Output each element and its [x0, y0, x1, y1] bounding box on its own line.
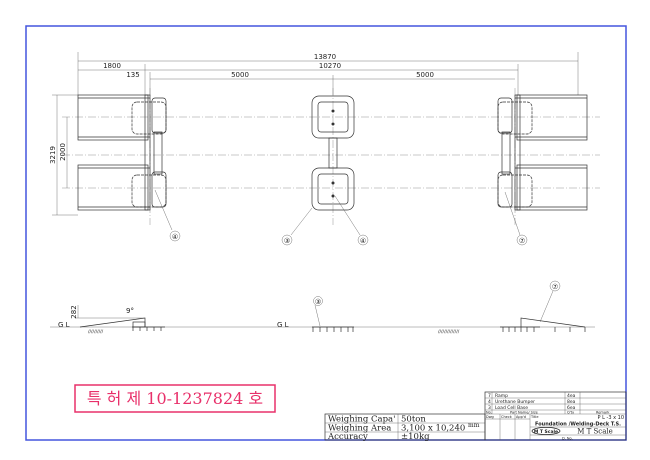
part-name: Load Cell Base [495, 405, 528, 411]
patent-number: 특 허 제 10-1237824 호 [87, 389, 263, 408]
dim-overall-width: 3219 [49, 146, 57, 164]
dwg-label: Dwg [486, 415, 494, 419]
hatch-right: ////////////// [438, 329, 460, 335]
plate-spec: P L -3 x 10 [598, 415, 624, 421]
dim-pitch-right: 5000 [416, 71, 434, 79]
title-label: Title [530, 415, 539, 419]
part-qty: 8ea [567, 399, 576, 405]
header-remark: Remark [596, 411, 610, 415]
dim-ramp-height: 282 [70, 305, 78, 318]
company-logo-text: M T Scale [534, 429, 558, 435]
left-ramps [77, 94, 167, 211]
balloon-4-left: ④ [172, 233, 178, 241]
side-dimensions: 3219 2000 [49, 94, 78, 216]
part-qty: 4ea [567, 393, 576, 399]
spec-label-area: Weighing Area [328, 424, 391, 434]
hatch-left: ////////// [88, 329, 104, 335]
drawing-frame [25, 25, 627, 441]
balloon-3: ③ [284, 237, 290, 245]
dim-overall: 13870 [314, 53, 336, 61]
dim-offset: 135 [126, 71, 139, 79]
balloon-7: ⑦ [519, 237, 525, 245]
header-no: No. [486, 411, 492, 415]
title-block: 7 Ramp 4ea 4 Urethane Bumper 8ea 3 Load … [484, 391, 627, 441]
right-ramps [497, 94, 588, 211]
part-no: 3 [488, 405, 491, 411]
part-name: Urethane Bumper [495, 399, 535, 405]
dim-pitch-left: 5000 [231, 71, 249, 79]
ground-label-left: G L [58, 321, 70, 329]
balloon-4-center: ④ [360, 237, 366, 245]
part-no: 7 [488, 393, 491, 399]
ground-label-center: G L [277, 321, 289, 329]
center-load-cell-bases [311, 95, 355, 211]
drawing-number-label: D. No. [562, 437, 573, 441]
approved-label: App'd [516, 415, 526, 419]
balloon-7-side: ⑦ [552, 283, 558, 291]
top-dimensions: 13870 1800 10270 135 5000 5000 [77, 52, 579, 95]
side-view: G L G L 282 9° ////////// ③ ////////////… [50, 280, 595, 335]
header-qty: Q'ty [567, 411, 574, 415]
balloon-3-side: ③ [315, 298, 321, 306]
spec-value-area: 3,100 x 10,240 [401, 424, 465, 434]
company-logo [531, 426, 561, 435]
dim-ramp-length: 1800 [103, 62, 121, 70]
part-no: 4 [488, 399, 491, 405]
check-label: Check [501, 415, 513, 419]
dim-ramp-angle: 9° [126, 307, 134, 315]
spec-value-capacity: 50ton [401, 415, 426, 425]
drawing-title: Foundation /Welding-Deck T.S. [535, 422, 621, 428]
spec-unit-area: mm [468, 422, 480, 429]
spec-label-capacity: Weighing Capa' [328, 415, 395, 425]
spec-value-accuracy: ±10kg [401, 432, 430, 442]
plan-balloons: ④ ③ ④ ⑦ [154, 189, 528, 246]
part-qty: 6ea [567, 405, 576, 411]
company-name: M T Scale [577, 428, 613, 436]
dim-track-width: 2000 [59, 143, 67, 161]
part-name: Ramp [495, 393, 508, 399]
dim-span: 10270 [319, 62, 341, 70]
specs-table: Weighing Capa' 50ton Weighing Area 3,100… [324, 413, 486, 442]
spec-label-accuracy: Accuracy [327, 432, 368, 442]
header-name: Part Name/ Size [510, 411, 538, 415]
patent-stamp: 특 허 제 10-1237824 호 [74, 384, 276, 413]
